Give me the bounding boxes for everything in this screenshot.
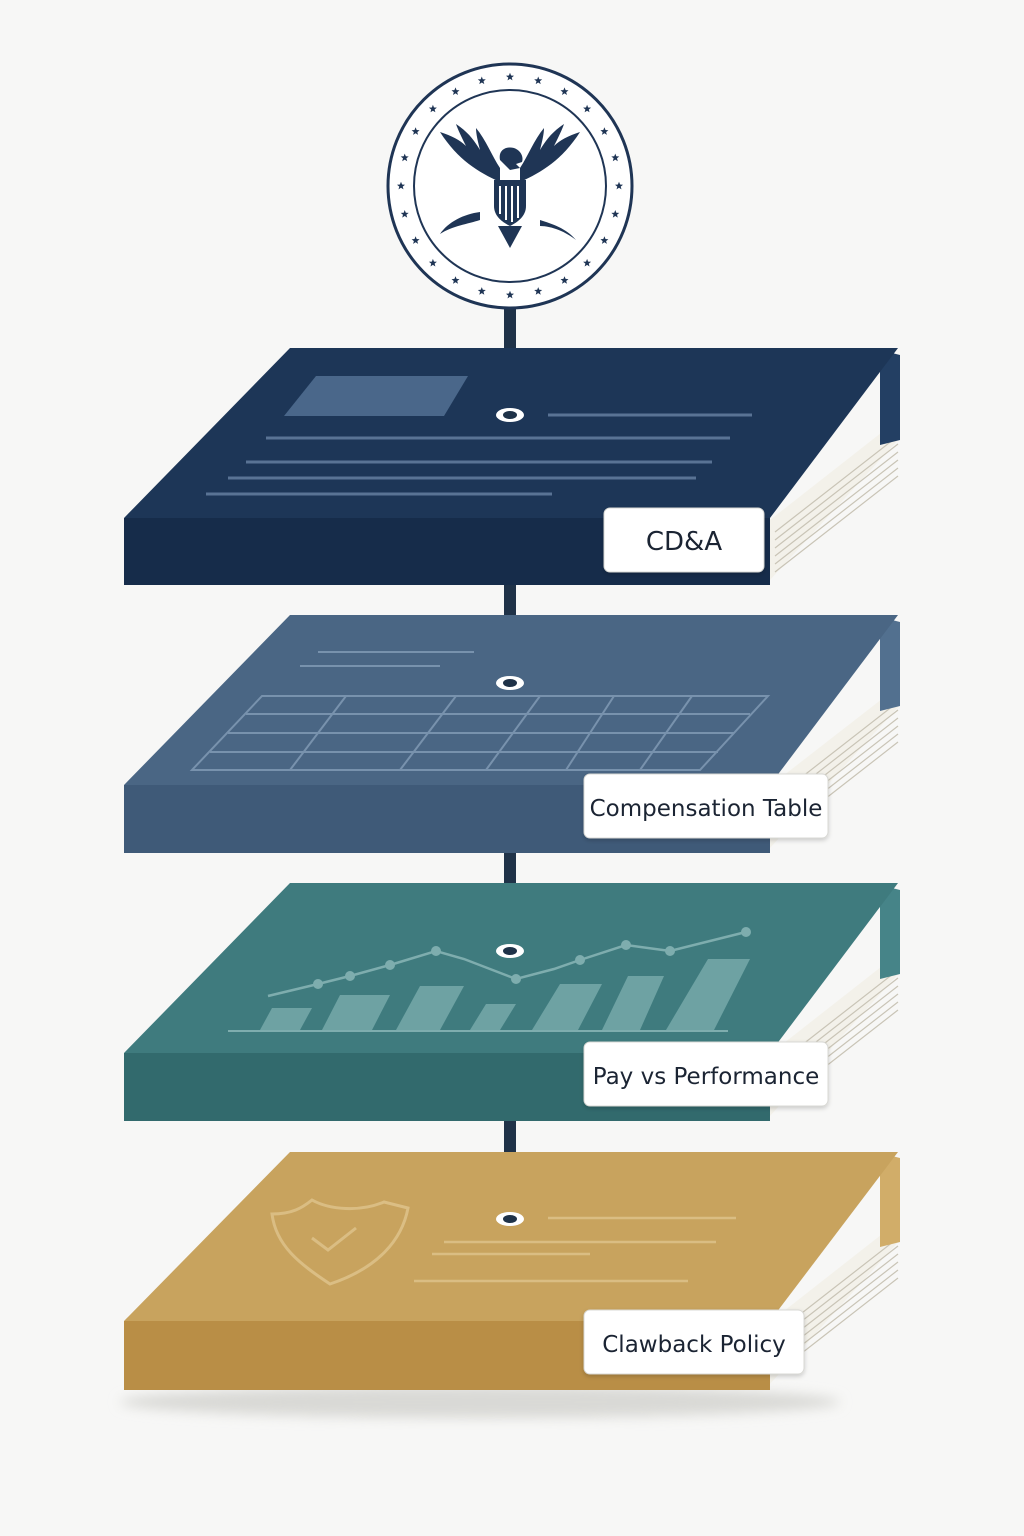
layer-pay-vs-performance: Pay vs Performance — [124, 883, 900, 1121]
table-grid-icon — [189, 651, 771, 771]
star-icon — [477, 287, 486, 295]
layer-label: CD&A — [646, 527, 722, 557]
star-icon — [560, 276, 569, 284]
star-icon — [411, 127, 420, 135]
book-cover-top — [124, 1152, 898, 1321]
layer-clawback-policy: Clawback Policy — [124, 1152, 900, 1390]
star-icon — [534, 76, 543, 85]
star-icon — [428, 258, 437, 267]
book-cover-top — [124, 883, 898, 1053]
document-lines-icon — [206, 376, 752, 496]
layer-label: Clawback Policy — [602, 1332, 785, 1358]
layer-cdna: CD&A — [124, 348, 900, 585]
star-icon — [583, 258, 592, 267]
star-icon — [400, 153, 409, 162]
star-icon — [600, 127, 609, 135]
star-icon — [400, 210, 409, 218]
star-icon — [534, 287, 543, 295]
book-cover-top — [124, 615, 898, 785]
star-icon — [611, 210, 620, 218]
star-icon — [428, 104, 437, 113]
star-icon — [560, 87, 569, 95]
layer-label-box — [583, 1041, 829, 1107]
star-icon — [611, 153, 620, 162]
layer-label: Compensation Table — [590, 796, 823, 822]
star-icon — [600, 236, 609, 244]
layer-compensation-table: Compensation Table — [124, 615, 900, 853]
star-icon — [397, 181, 405, 190]
page-edges — [770, 418, 900, 580]
shield-check-icon — [270, 1198, 410, 1286]
layer-label: Pay vs Performance — [593, 1064, 820, 1090]
star-icon — [615, 181, 623, 190]
star-icon — [583, 104, 592, 113]
star-icon — [411, 236, 420, 244]
star-icon — [506, 290, 514, 299]
star-icon — [451, 276, 460, 284]
layer-label-box — [603, 507, 765, 573]
star-icon — [451, 87, 460, 95]
document-lines-icon — [414, 1216, 736, 1283]
sec-eagle-seal-icon — [386, 62, 634, 310]
layer-label-box — [583, 773, 829, 839]
star-icon — [506, 72, 514, 81]
ground-shadow — [120, 1386, 840, 1418]
layer-label-box — [583, 1309, 805, 1375]
bar-line-chart-icon — [228, 927, 751, 1032]
star-icon — [477, 76, 486, 85]
